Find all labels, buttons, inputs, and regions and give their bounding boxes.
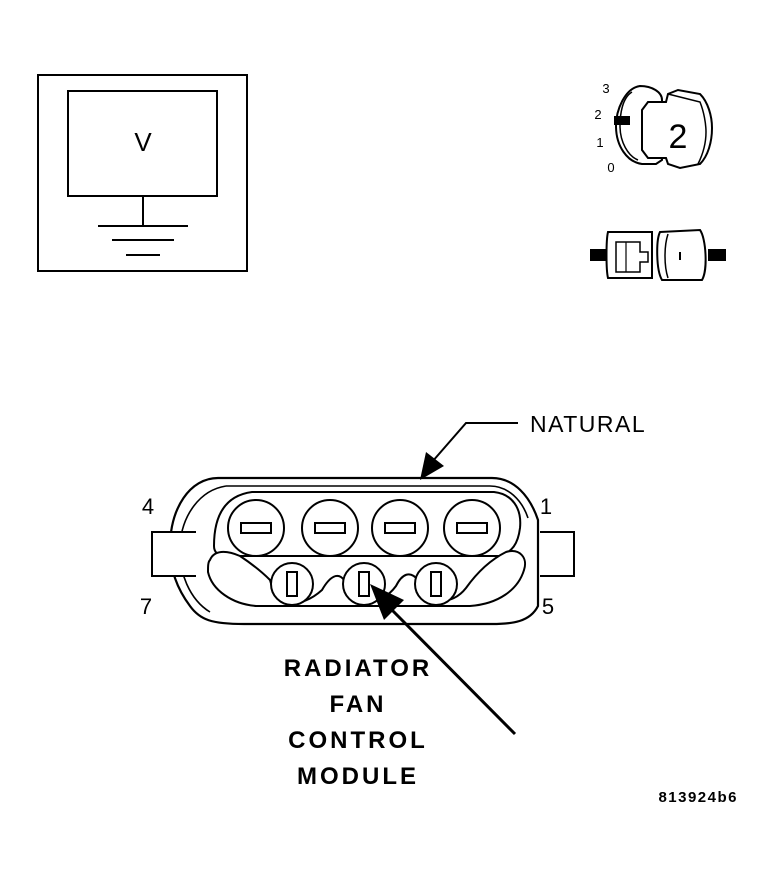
module-label-line-4: MODULE	[297, 763, 419, 790]
ignition-switch-icon: 3 2 1 0 2	[594, 81, 714, 175]
pin-cavity-2	[371, 499, 429, 557]
pin-cavity-5	[414, 562, 458, 606]
voltmeter-icon: V	[37, 74, 248, 272]
pin-label-1: 1	[540, 494, 552, 519]
connector-color-label: NATURAL	[530, 411, 646, 437]
meter-symbol: V	[134, 127, 152, 157]
ignition-key-number: 2	[669, 118, 688, 156]
pin-label-5: 5	[542, 594, 554, 619]
module-pointer-arrow	[370, 584, 517, 736]
ignition-position-0: 0	[607, 160, 614, 175]
connector-disconnect-icon	[590, 228, 726, 281]
module-label-line-2: FAN	[330, 691, 387, 718]
module-label: RADIATOR FAN CONTROL MODULE	[284, 655, 432, 790]
ignition-position-1: 1	[596, 135, 603, 150]
connector-face	[151, 476, 575, 626]
pin-cavity-3	[301, 499, 359, 557]
ignition-position-3: 3	[602, 81, 609, 96]
ignition-position-2: 2	[594, 107, 601, 122]
pin-label-7: 7	[140, 594, 152, 619]
pin-cavity-1	[443, 499, 501, 557]
module-label-line-3: CONTROL	[288, 727, 428, 754]
module-label-line-1: RADIATOR	[284, 655, 432, 682]
pin-cavity-7	[270, 562, 314, 606]
color-leader-arrow	[420, 422, 518, 480]
pin-label-4: 4	[142, 494, 154, 519]
pin-cavity-4	[227, 499, 285, 557]
figure-code: 813924b6	[658, 789, 738, 806]
